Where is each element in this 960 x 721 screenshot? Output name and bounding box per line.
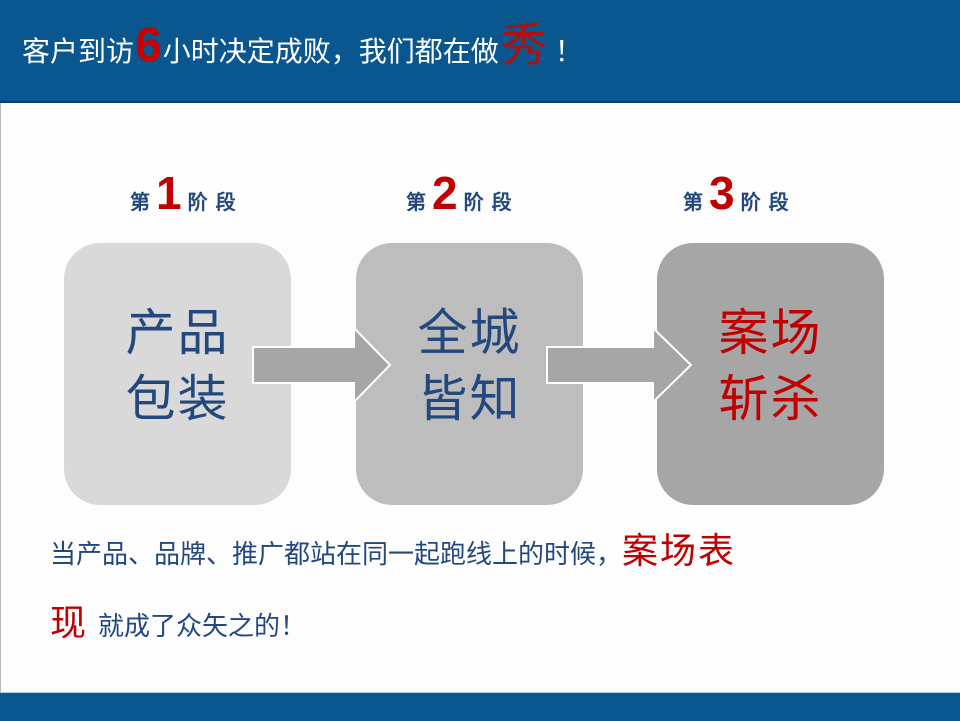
footer-band — [0, 692, 960, 721]
title-emphasis: 秀 — [500, 18, 547, 72]
stage-label-2: 第 2 阶段 — [406, 170, 520, 220]
stage-label-1: 第 1 阶段 — [130, 170, 244, 220]
box-line-2: 包装 — [125, 370, 230, 428]
slide-title: 客户到访 6 小时决定成败，我们都在做 秀 ！ — [22, 22, 583, 72]
box-line-1: 产品 — [125, 304, 230, 362]
summary-line-2: 现 就成了众矢之的！ — [50, 594, 306, 646]
stage-prefix: 第 — [406, 190, 426, 214]
box-line-2: 斩杀 — [718, 370, 823, 428]
summary-text-2: 就成了众矢之的！ — [98, 612, 307, 642]
stage-prefix: 第 — [130, 190, 150, 214]
stage-label-3: 第 3 阶段 — [683, 170, 797, 220]
stage-suffix: 阶段 — [740, 190, 797, 214]
stage-number: 1 — [156, 167, 182, 219]
right-arrow-icon — [546, 325, 693, 405]
stage-box-text: 全城 皆知 — [418, 300, 522, 432]
title-end: ！ — [554, 35, 583, 68]
stage-number: 2 — [432, 167, 458, 219]
box-line-1: 全城 — [417, 304, 522, 362]
title-part-2: 小时决定成败，我们都在做 — [162, 35, 499, 68]
stage-suffix: 阶段 — [463, 190, 520, 214]
summary-highlight-1: 案场表 — [622, 531, 737, 572]
stage-box-text: 案场 斩杀 — [719, 300, 823, 432]
summary-text-1: 当产品、品牌、推广都站在同一起跑线上的时候， — [50, 540, 623, 570]
stage-suffix: 阶段 — [187, 190, 244, 214]
stage-box-2: 全城 皆知 — [356, 243, 583, 505]
box-line-2: 皆知 — [417, 370, 522, 428]
stage-number: 3 — [709, 167, 735, 219]
slide-left-edge — [0, 0, 1, 720]
stage-prefix: 第 — [683, 190, 703, 214]
summary-line-1: 当产品、品牌、推广都站在同一起跑线上的时候， 案场表 — [50, 522, 736, 574]
right-arrow-icon — [252, 325, 392, 405]
summary-highlight-2: 现 — [50, 603, 89, 644]
title-number: 6 — [135, 19, 162, 72]
title-part-1: 客户到访 — [22, 35, 135, 68]
header-banner: 客户到访 6 小时决定成败，我们都在做 秀 ！ — [0, 0, 960, 103]
box-line-1: 案场 — [718, 304, 823, 362]
stage-box-3: 案场 斩杀 — [657, 243, 884, 505]
stage-box-text: 产品 包装 — [126, 300, 230, 432]
